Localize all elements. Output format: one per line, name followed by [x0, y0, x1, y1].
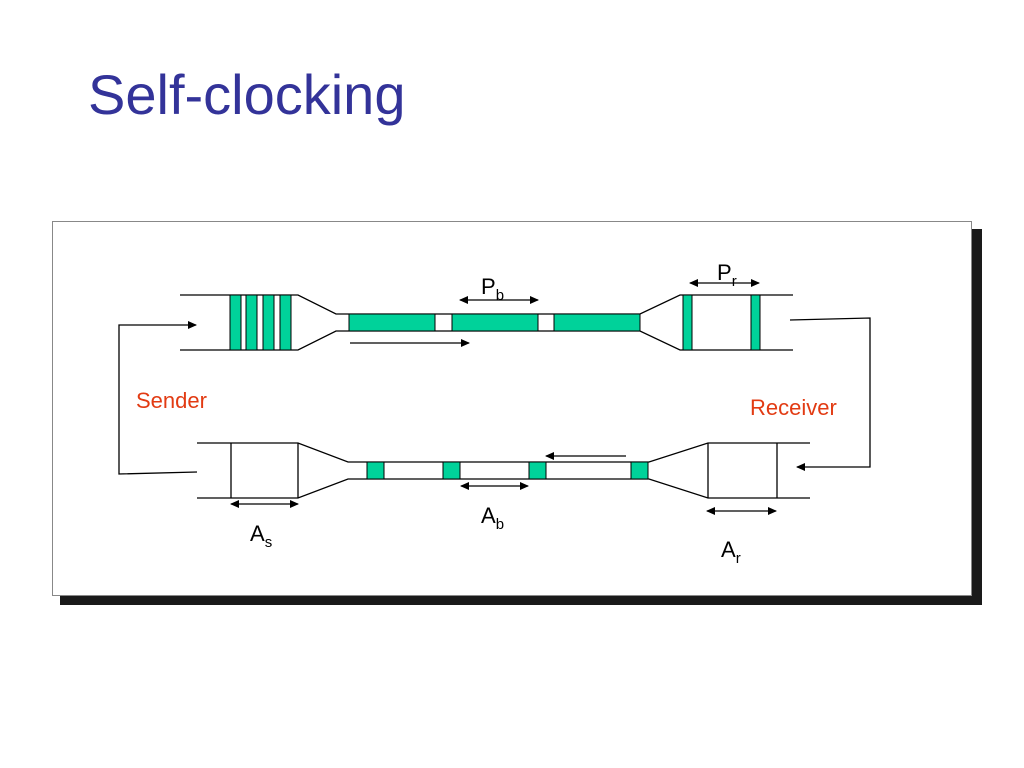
queued-packet: [262, 294, 275, 351]
received-packet: [750, 294, 761, 351]
bottleneck-data-packets: [348, 313, 641, 332]
queued-packet: [245, 294, 258, 351]
receiver-label: Receiver: [750, 395, 837, 420]
ack-packet: [442, 461, 461, 480]
ack-pipe: [197, 442, 810, 499]
ar-label: Ar: [721, 537, 741, 567]
pb-label: Pb: [481, 274, 504, 304]
pr-label: Pr: [717, 260, 737, 290]
spacing-arrows: [230, 279, 777, 515]
data-packet: [348, 313, 436, 332]
queued-packet: [279, 294, 292, 351]
ab-label: Ab: [481, 503, 504, 533]
data-packet: [553, 313, 641, 332]
receiver-data-packets: [682, 294, 761, 351]
sender-data-queue: [229, 294, 292, 351]
sender-feedback-connector: [118, 321, 198, 475]
ack-packet: [528, 461, 547, 480]
diagram-frame: [52, 221, 972, 596]
data-packet: [451, 313, 539, 332]
sender-label: Sender: [136, 388, 207, 413]
received-packet: [682, 294, 693, 351]
slide-title: Self-clocking: [88, 63, 406, 126]
bottleneck-ack-packets: [366, 461, 649, 480]
ack-packet: [366, 461, 385, 480]
receiver-ack-connector: [789, 317, 871, 471]
as-label: As: [250, 521, 272, 551]
ack-packet: [630, 461, 649, 480]
queued-packet: [229, 294, 242, 351]
